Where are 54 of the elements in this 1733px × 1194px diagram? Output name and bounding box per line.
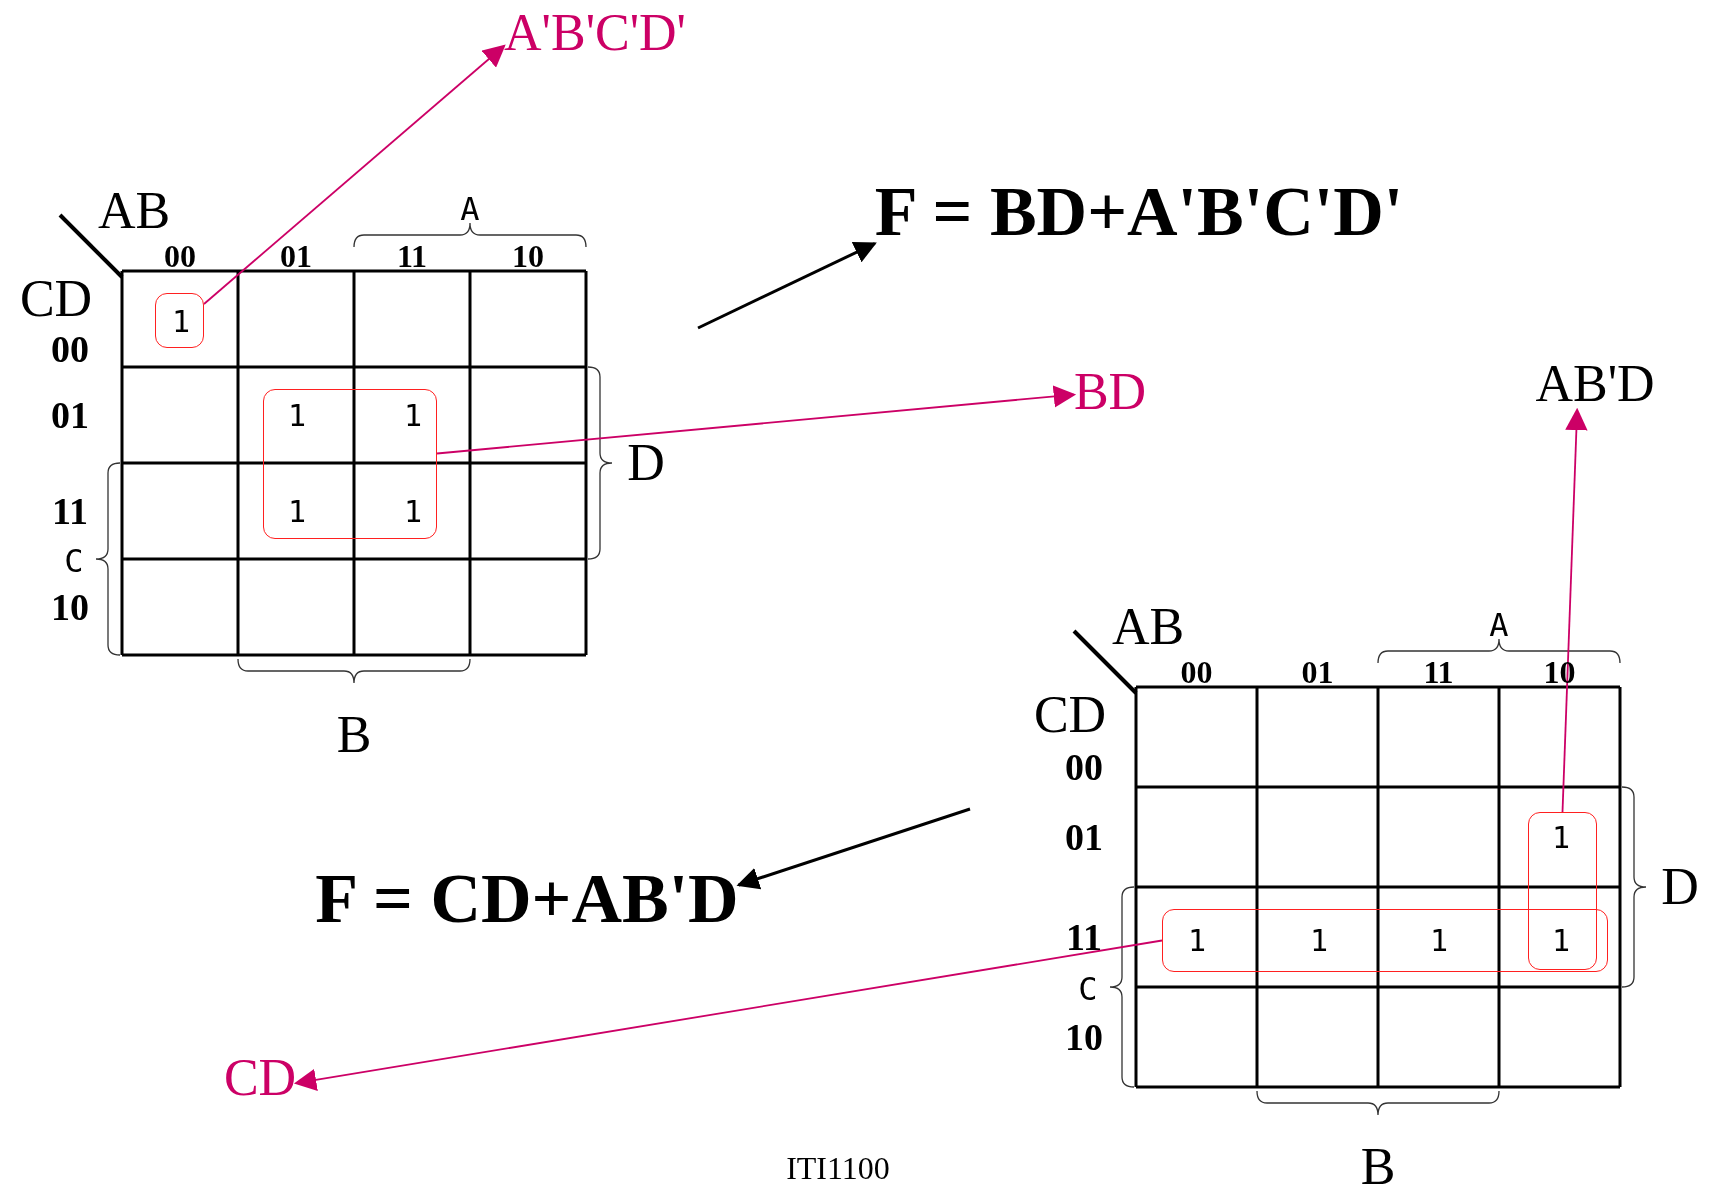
cell-value: 1 — [287, 497, 307, 527]
cell-value: 1 — [1551, 823, 1571, 853]
cell-value: 1 — [1309, 926, 1329, 956]
cell-value: 1 — [171, 307, 191, 337]
term-label: A'B'C'D' — [504, 7, 686, 59]
arrow — [736, 807, 971, 890]
variable-label: AB — [97, 185, 171, 237]
arrow — [697, 242, 877, 330]
variable-label: C — [64, 545, 84, 577]
row-header: 00 — [1065, 748, 1103, 786]
row-header: 00 — [51, 330, 89, 368]
variable-label: CD — [19, 273, 93, 325]
row-header: 10 — [51, 588, 89, 626]
cell-value: 1 — [1551, 926, 1571, 956]
variable-label: A — [460, 193, 480, 225]
term-label: BD — [1073, 366, 1147, 418]
arrow — [1561, 407, 1588, 813]
column-header: 11 — [396, 240, 428, 272]
cell-value: 1 — [403, 401, 423, 431]
equation: F = BD+A'B'C'D' — [874, 177, 1404, 247]
column-header: 11 — [1423, 656, 1454, 688]
column-header: 10 — [512, 240, 544, 272]
variable-label: C — [1078, 973, 1098, 1005]
row-header: 11 — [52, 492, 88, 530]
column-header: 00 — [1180, 656, 1213, 688]
grouping-loop — [1162, 909, 1608, 972]
row-header: 10 — [1065, 1018, 1103, 1056]
equation: F = CD+AB'D — [315, 864, 739, 934]
variable-label: D — [1661, 861, 1699, 913]
column-header: 01 — [1301, 656, 1334, 688]
footer-text: ITI1100 — [786, 1152, 890, 1184]
variable-label: A — [1489, 609, 1509, 641]
variable-label: B — [1360, 1141, 1396, 1193]
row-header: 01 — [51, 396, 89, 434]
variable-label: AB — [1111, 601, 1185, 653]
variable-label: D — [627, 437, 665, 489]
term-label: AB'D — [1535, 358, 1655, 410]
arrow — [293, 939, 1163, 1091]
grouping-loop — [263, 389, 437, 539]
arrow — [203, 44, 506, 305]
row-header: 01 — [1065, 818, 1103, 856]
cell-value: 1 — [403, 497, 423, 527]
cell-value: 1 — [1429, 926, 1449, 956]
variable-label: B — [336, 709, 372, 761]
cell-value: 1 — [287, 401, 307, 431]
grouping-loop — [1528, 812, 1597, 970]
column-header: 01 — [280, 240, 312, 272]
variable-label: CD — [1033, 689, 1107, 741]
grouping-loop — [155, 293, 204, 348]
column-header: 00 — [164, 240, 196, 272]
row-header: 11 — [1066, 918, 1102, 956]
term-label: CD — [223, 1052, 297, 1104]
cell-value: 1 — [1187, 926, 1207, 956]
arrow — [436, 385, 1077, 455]
